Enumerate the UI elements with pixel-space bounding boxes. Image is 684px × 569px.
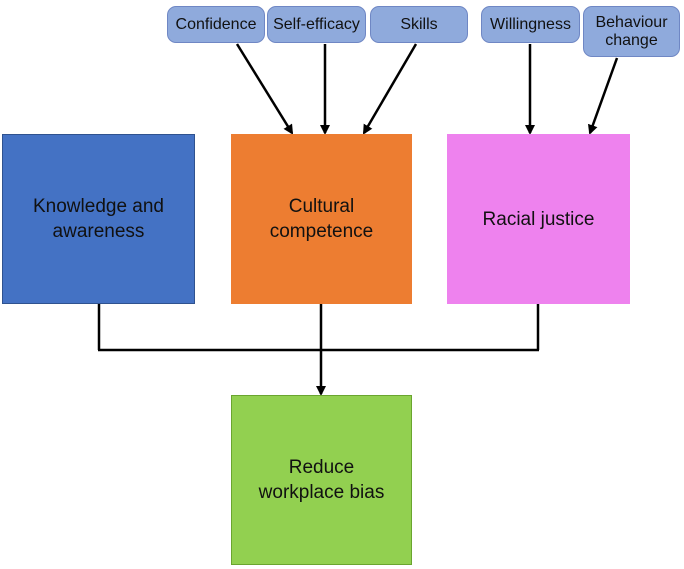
pill-confidence-label: Confidence bbox=[175, 15, 257, 33]
box-cultural-competence: Cultural competence bbox=[231, 134, 412, 304]
pill-self-efficacy: Self-efficacy bbox=[267, 6, 366, 43]
pill-behaviour-change: Behaviour change bbox=[583, 6, 680, 57]
pill-skills-label: Skills bbox=[400, 15, 438, 33]
box-racial-justice-label: Racial justice bbox=[482, 208, 595, 230]
arrow-skills-to-cultural bbox=[362, 43, 418, 135]
pill-confidence: Confidence bbox=[167, 6, 265, 43]
arrow-confidence-to-cultural bbox=[235, 43, 294, 135]
arrow-behaviour-change-to-racial bbox=[588, 57, 619, 135]
box-knowledge-awareness: Knowledge and awareness bbox=[2, 134, 195, 304]
pill-skills: Skills bbox=[370, 6, 468, 43]
box-reduce-workplace-bias-label: Reduce workplace bias bbox=[258, 457, 385, 503]
box-reduce-workplace-bias: Reduce workplace bias bbox=[231, 395, 412, 565]
box-knowledge-awareness-label: Knowledge and awareness bbox=[33, 196, 164, 242]
pill-behaviour-change-label: Behaviour change bbox=[595, 13, 668, 49]
box-cultural-competence-label: Cultural competence bbox=[269, 196, 374, 242]
box-racial-justice: Racial justice bbox=[447, 134, 630, 304]
pill-willingness: Willingness bbox=[481, 6, 580, 43]
pill-willingness-label: Willingness bbox=[490, 15, 571, 33]
pill-self-efficacy-label: Self-efficacy bbox=[273, 15, 360, 33]
